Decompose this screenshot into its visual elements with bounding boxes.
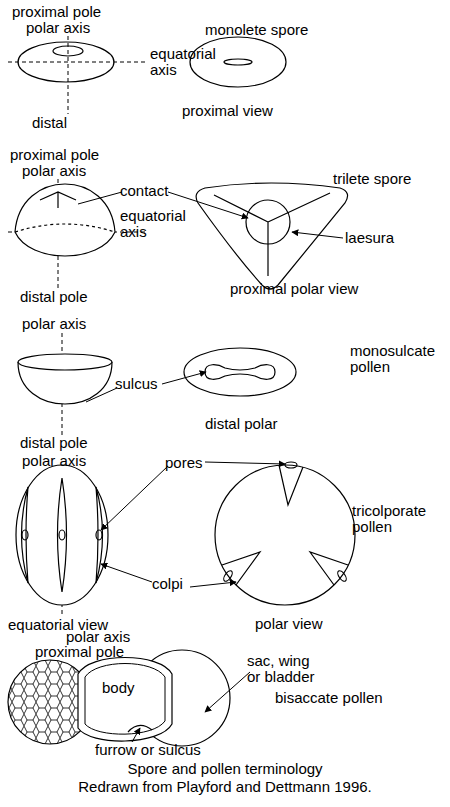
tricolporate-pollen: [16, 465, 108, 605]
tricolporate-pollen: [22, 530, 28, 540]
monolete-spore: [224, 59, 252, 65]
tricolporate-pollen: [285, 462, 297, 468]
leader-line: [101, 564, 152, 582]
part-label: proximal view: [182, 103, 273, 119]
part-label: distal pole: [20, 289, 88, 305]
body-outline: [78, 658, 172, 742]
part-label: distal polar: [205, 416, 278, 432]
part-label: contact: [120, 183, 168, 199]
tricolporate-pollen: [222, 552, 260, 585]
monosulcate-pollen: [205, 365, 275, 380]
trilete-spore: [214, 193, 330, 276]
tricolporate-pollen: [96, 530, 102, 540]
part-label: polar axis: [22, 453, 86, 469]
part-label: proximal pole: [12, 4, 101, 20]
leader-line: [162, 372, 206, 384]
part-label: sac, wing or bladder: [247, 653, 321, 685]
tricolporate-pollen: [222, 569, 234, 582]
axis-line: [8, 62, 148, 63]
body-outline: [85, 664, 165, 735]
body-outline: [72, 650, 178, 748]
part-label: furrow or sulcus: [95, 742, 201, 758]
part-label: tricolporate pollen: [352, 503, 447, 535]
diagram-title: Spore and pollen terminology: [0, 761, 450, 777]
part-label: polar axis: [66, 629, 130, 645]
tricolporate-pollen: [96, 487, 103, 583]
part-label: distal pole: [20, 435, 88, 451]
monosulcate-pollen: [184, 348, 296, 396]
monosulcate-pollen: [18, 354, 112, 370]
caption: Redrawn from Playford and Dettmann 1996.: [0, 779, 450, 795]
tricolporate-pollen: [16, 462, 355, 605]
part-label: pores: [165, 455, 203, 471]
tricolporate-pollen: [279, 465, 303, 505]
tricolporate-pollen: [215, 465, 355, 605]
part-label: polar axis: [26, 20, 90, 36]
part-label: equatorial axis: [120, 208, 200, 240]
axis-line: [68, 36, 69, 114]
bisaccate-pollen: [8, 650, 230, 746]
tricolporate-pollen: [22, 487, 29, 583]
part-label: proximal polar view: [230, 281, 358, 297]
leader-line: [292, 232, 343, 238]
tricolporate-pollen: [310, 552, 348, 585]
part-label: polar view: [255, 616, 323, 632]
leader-line: [190, 582, 236, 587]
trilete-spore: [15, 224, 115, 232]
part-label: sulcus: [115, 376, 158, 392]
part-label: polar axis: [22, 316, 86, 332]
leader-line: [78, 192, 122, 204]
leader-line: [86, 388, 117, 402]
leader-line: [205, 672, 250, 712]
monosulcate-pollen: [18, 348, 296, 404]
leader-line: [101, 466, 168, 530]
part-label: proximal pole: [35, 644, 124, 660]
leader-line: [205, 462, 285, 464]
part-label: colpi: [152, 576, 183, 592]
tricolporate-pollen: [59, 530, 65, 540]
part-label: monolete spore: [205, 22, 308, 38]
trilete-spore: [15, 184, 115, 256]
part-label: body: [102, 680, 135, 696]
trilete-spore: [15, 183, 348, 289]
tricolporate-pollen: [58, 478, 67, 592]
part-label: laesura: [345, 230, 394, 246]
part-label: monosulcate pollen: [350, 343, 445, 375]
trilete-spore: [196, 183, 347, 289]
part-label: polar axis: [22, 163, 86, 179]
part-label: equatorial axis: [150, 46, 230, 78]
part-label: distal: [32, 115, 67, 131]
part-label: bisaccate pollen: [275, 690, 383, 706]
part-label: trilete spore: [333, 171, 411, 187]
pollen-body: body: [72, 650, 178, 748]
trilete-spore: [40, 192, 76, 208]
furrow-mark: [128, 725, 152, 732]
tricolporate-pollen: [336, 569, 348, 582]
part-label: proximal pole: [10, 147, 99, 163]
